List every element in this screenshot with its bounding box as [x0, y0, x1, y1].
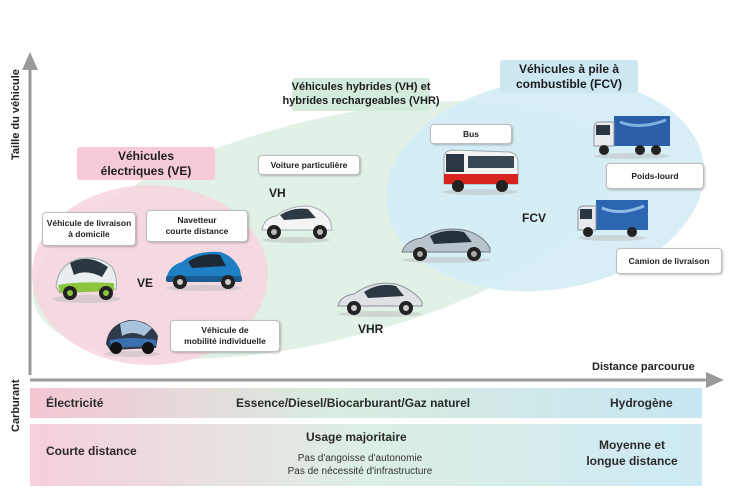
usage-note-2: Pas de nécessité d'infrastructure: [287, 466, 433, 477]
zone-vhr: VHR: [358, 322, 384, 336]
car-icon: [261, 205, 333, 243]
x-axis-label: Distance parcourue: [592, 361, 695, 373]
zone-ve: VE: [137, 276, 154, 290]
fuel-axis-label: Carburant: [10, 379, 22, 432]
zone-vh: VH: [269, 186, 286, 200]
y-axis-label: Taille du véhicule: [10, 69, 22, 160]
usage-short: Courte distance: [46, 444, 137, 458]
label-passenger-car: Voiture particulière: [258, 155, 360, 175]
arrow-right-icon: [706, 372, 724, 388]
usage-main: Usage majoritaire: [306, 430, 407, 444]
category-ev-title: Véhicules électriques (VE): [100, 149, 192, 178]
fuel-band: [30, 388, 702, 418]
label-bus: Bus: [430, 124, 512, 144]
zone-fcv: FCV: [522, 211, 546, 225]
car-icon: [52, 257, 120, 303]
category-hv-title: Véhicules hybrides (VH) et hybrides rech…: [282, 81, 440, 107]
fuel-hydrogen: Hydrogène: [610, 396, 673, 410]
fuel-electricity: Électricité: [46, 396, 104, 410]
bus-icon: [442, 149, 519, 195]
truck-icon: [593, 116, 670, 159]
fuel-petrol: Essence/Diesel/Biocarburant/Gaz naturel: [236, 396, 471, 410]
usage-long: Moyenne et longue distance: [586, 438, 678, 468]
label-personal-mobility: Véhicule de mobilité individuelle: [170, 320, 280, 352]
category-fcv-title: Véhicules à pile à combustible (FCV): [515, 62, 622, 91]
car-icon: [166, 251, 242, 291]
car-icon: [104, 320, 160, 357]
label-home-delivery: Véhicule de livraison à domicile: [42, 212, 136, 246]
label-shuttle: Navetteur courte distance: [146, 210, 248, 242]
car-icon: [337, 282, 423, 317]
truck-icon: [577, 200, 648, 241]
arrow-up-icon: [22, 52, 38, 70]
usage-band: [30, 424, 702, 486]
usage-note-1: Pas d'angoisse d'autonomie: [297, 453, 423, 464]
car-icon: [401, 228, 491, 263]
label-heavy-truck: Poids-lourd: [606, 163, 704, 189]
label-delivery-truck: Camion de livraison: [616, 248, 722, 274]
